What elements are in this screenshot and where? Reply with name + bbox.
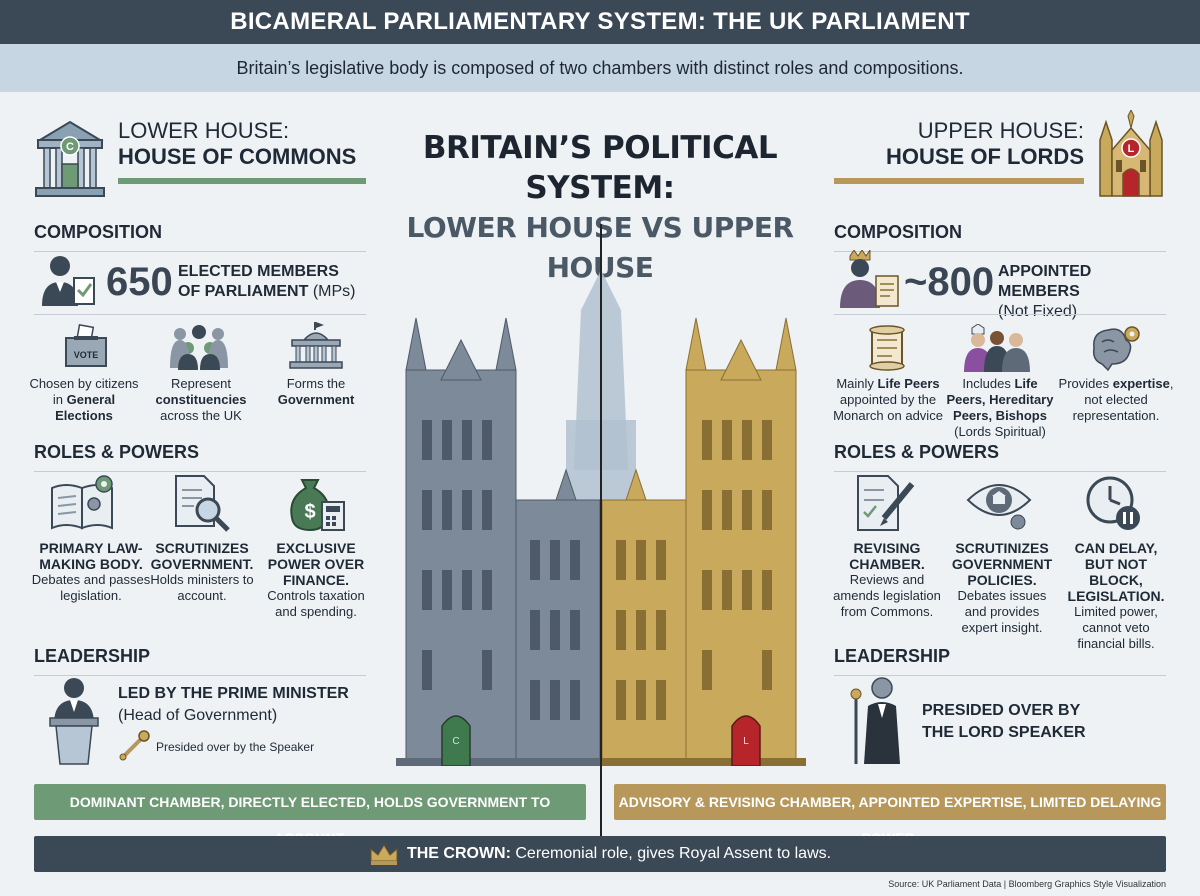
- crown-icon: [369, 843, 399, 865]
- commons-heading-name: HOUSE OF COMMONS: [118, 144, 357, 169]
- lords-door-letter: L: [743, 736, 749, 747]
- clock-pause-icon: [1084, 472, 1144, 534]
- lords-summary-banner: ADVISORY & REVISING CHAMBER, APPOINTED E…: [614, 784, 1166, 846]
- commons-building-icon: C: [34, 118, 106, 198]
- peers-and-bishop-icon: [962, 324, 1032, 372]
- scroll-icon: [864, 324, 910, 372]
- ballot-box-label: VOTE: [74, 350, 99, 360]
- lord-speaker-icon: [848, 676, 908, 766]
- mp-ballot-person-icon: [38, 252, 98, 308]
- commons-role-lawmaking: PRIMARY LAW-MAKING BODY. Debates and pas…: [31, 540, 151, 603]
- monarch-with-scroll-icon: [836, 250, 902, 310]
- commons-heading: LOWER HOUSE: HOUSE OF COMMONS: [118, 118, 366, 184]
- page-title: BICAMERAL PARLIAMENTARY SYSTEM: THE UK P…: [0, 0, 1200, 44]
- lords-item-expertise: Provides expertise, not elected represen…: [1058, 376, 1174, 423]
- lords-roles-title: ROLES & POWERS: [834, 442, 1166, 472]
- crowd-people-icon: [168, 324, 230, 370]
- commons-leadership-title: LEADERSHIP: [34, 646, 366, 676]
- lords-composition-title: COMPOSITION: [834, 222, 1166, 252]
- lords-gothic-building-icon: L: [1094, 110, 1168, 198]
- prime-minister-podium-icon: [46, 676, 102, 766]
- mace-icon: [118, 730, 152, 762]
- commons-member-count: 650: [106, 260, 173, 304]
- crown-label: THE CROWN:: [406, 845, 511, 862]
- money-bag-calculator-icon: $: [284, 472, 346, 534]
- commons-member-label-bold: ELECTED MEMBERS OF PARLIAMENT: [178, 263, 339, 300]
- lords-item-life-peers: Mainly Life Peers appointed by the Monar…: [833, 376, 943, 423]
- lords-composition-divider: [834, 314, 1166, 315]
- commons-role-scrutiny: SCRUTINIZES GOVERNMENT. Holds ministers …: [150, 540, 254, 603]
- crown-text: Ceremonial role, gives Royal Assent to l…: [510, 845, 832, 862]
- crown-bar: THE CROWN: Ceremonial role, gives Royal …: [34, 836, 1166, 872]
- commons-member-label: ELECTED MEMBERS OF PARLIAMENT (MPs): [178, 262, 358, 302]
- lords-member-label-bold: APPOINTED MEMBERS: [998, 263, 1092, 300]
- ballot-box-icon: VOTE: [64, 324, 108, 370]
- commons-composition-title: COMPOSITION: [34, 222, 366, 252]
- svg-text:$: $: [304, 501, 315, 523]
- commons-heading-underline: [118, 178, 366, 184]
- book-gears-icon: [48, 474, 118, 532]
- lords-member-label: APPOINTED MEMBERS (Not Fixed): [998, 262, 1168, 322]
- lords-heading-name: HOUSE OF LORDS: [885, 144, 1084, 169]
- lords-heading-underline: [834, 178, 1084, 184]
- lords-role-revising: REVISING CHAMBER. Reviews and amends leg…: [833, 540, 941, 619]
- lords-role-delay: CAN DELAY, BUT NOT BLOCK, LEGISLATION. L…: [1067, 540, 1165, 651]
- lords-icon-letter: L: [1128, 143, 1135, 155]
- eye-scrutiny-icon: [966, 476, 1032, 532]
- page-subtitle: Britain’s legislative body is composed o…: [0, 44, 1200, 92]
- lords-role-scrutiny: SCRUTINIZES GOVERNMENT POLICIES. Debates…: [951, 540, 1053, 635]
- commons-roles-title: ROLES & POWERS: [34, 442, 366, 472]
- center-title-line1: BRITAIN’S POLITICAL SYSTEM:: [422, 130, 778, 206]
- commons-heading-label: LOWER HOUSE:: [118, 118, 290, 143]
- commons-leader-main: LED BY THE PRIME MINISTER: [118, 685, 349, 702]
- center-divider: [600, 224, 602, 836]
- source-note: Source: UK Parliament Data | Bloomberg G…: [888, 879, 1166, 889]
- lords-heading: UPPER HOUSE: HOUSE OF LORDS: [834, 118, 1084, 184]
- lords-member-label-rest: (Not Fixed): [998, 303, 1078, 320]
- brain-gears-icon: [1088, 324, 1142, 372]
- commons-door-letter: C: [452, 736, 459, 747]
- lords-heading-label: UPPER HOUSE:: [917, 118, 1084, 143]
- commons-leader-small: Presided over by the Speaker: [156, 740, 315, 754]
- commons-item-government: Forms the Government: [277, 376, 355, 407]
- lords-item-peer-types: Includes Life Peers, Hereditary Peers, B…: [946, 376, 1054, 439]
- commons-role-finance: EXCLUSIVE POWER OVER FINANCE. Controls t…: [267, 540, 365, 619]
- commons-item-constituencies: Represent constituencies across the UK: [155, 376, 247, 423]
- commons-summary-banner: DOMINANT CHAMBER, DIRECTLY ELECTED, HOLD…: [34, 784, 586, 846]
- document-pen-icon: [854, 474, 918, 534]
- document-magnifier-icon: [172, 474, 232, 534]
- lords-member-count: ~800: [904, 260, 995, 304]
- commons-icon-letter: C: [66, 141, 74, 153]
- commons-composition-divider: [34, 314, 366, 315]
- government-building-icon: [288, 322, 344, 370]
- commons-item-elections: Chosen by citizens in General Elections: [29, 376, 139, 423]
- lords-leadership-title: LEADERSHIP: [834, 646, 1166, 676]
- lords-leader-main: PRESIDED OVER BY THE LORD SPEAKER: [922, 702, 1086, 741]
- commons-member-label-rest: (MPs): [312, 283, 356, 300]
- commons-leader-sub: (Head of Government): [118, 707, 278, 724]
